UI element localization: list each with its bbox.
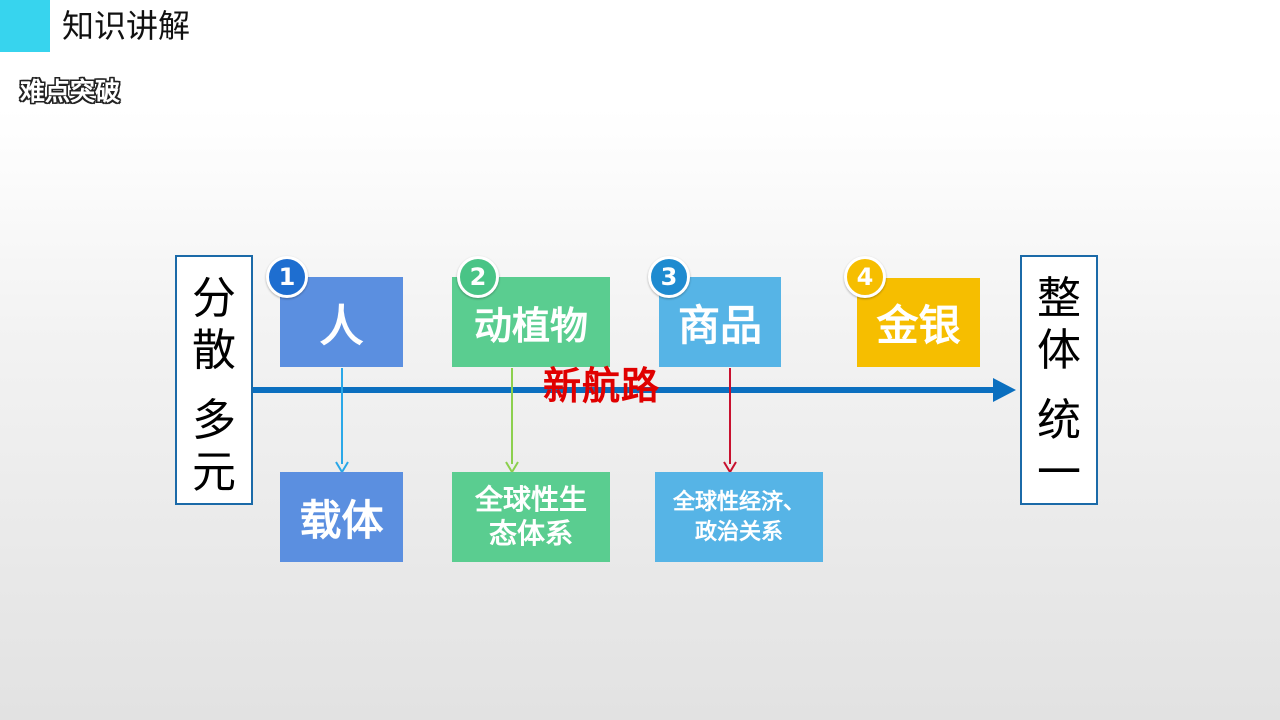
right-box-bottom-text: 统一 xyxy=(1037,395,1081,498)
target-label-line-1: 全球性经济、 xyxy=(672,489,805,515)
main-timeline-arrowhead xyxy=(993,378,1016,402)
target-block-economy-politics: 全球性经济、 政治关系 xyxy=(655,472,823,562)
target-label-line-2: 态体系 xyxy=(488,517,573,550)
header-accent-bar xyxy=(0,0,50,52)
item-label: 人 xyxy=(319,301,364,352)
item-label: 商品 xyxy=(677,300,762,350)
left-box-top-text: 分散 xyxy=(192,273,236,376)
item-label: 动植物 xyxy=(473,302,588,348)
number-badge-1: 1 xyxy=(266,256,308,298)
page-title: 知识讲解 xyxy=(62,7,191,45)
section-subtitle: 难点突破 xyxy=(20,77,121,106)
item-block-people: 人 xyxy=(280,277,403,367)
item-block-gold-silver: 金银 xyxy=(857,278,980,367)
target-label-line-2: 政治关系 xyxy=(694,519,783,545)
left-box-bottom-text: 多元 xyxy=(192,395,236,498)
number-badge-2: 2 xyxy=(457,256,499,298)
target-block-ecosystem: 全球性生 态体系 xyxy=(452,472,610,562)
target-label: 载体 xyxy=(299,495,384,545)
right-box-unified: 整体 统一 xyxy=(1020,255,1098,505)
item-label: 金银 xyxy=(876,301,961,350)
right-box-top-text: 整体 xyxy=(1037,273,1081,376)
target-label-line-1: 全球性生 xyxy=(474,483,587,516)
number-badge-3: 3 xyxy=(648,256,690,298)
target-block-carrier: 载体 xyxy=(280,472,403,562)
left-box-scattered: 分散 多元 xyxy=(175,255,253,505)
new-sea-route-label: 新航路 xyxy=(543,363,661,408)
number-badge-4: 4 xyxy=(844,256,886,298)
